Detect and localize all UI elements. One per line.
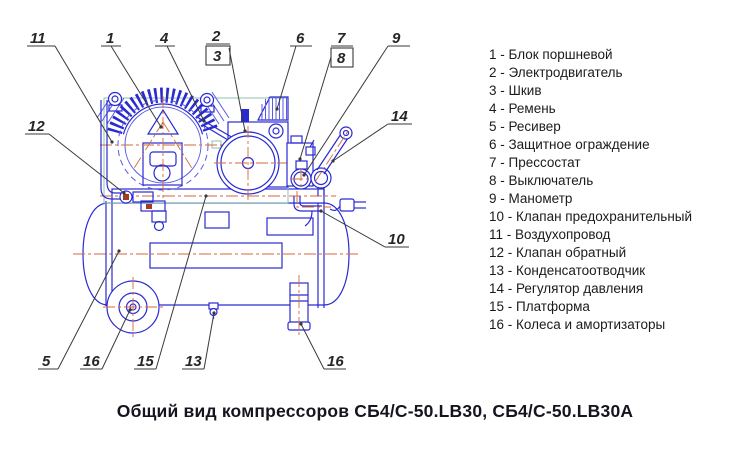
callout-8: 8	[337, 50, 346, 67]
manometer	[290, 168, 312, 190]
electric-motor	[214, 109, 290, 200]
safety-valve-outlet	[293, 188, 366, 227]
legend-item-5: 5 - Ресивер	[489, 119, 561, 134]
callout-1: 1	[106, 30, 114, 47]
wheel	[103, 277, 163, 337]
air-pipe-check-valve	[100, 100, 167, 232]
legend-item-11: 11 - Воздухопровод	[489, 227, 611, 242]
protective-guard	[257, 96, 289, 121]
callout-5: 5	[42, 353, 51, 370]
callout-6: 6	[296, 30, 305, 47]
callout-numbers: 11 1 4 2 3 6 7 8 9 14 12 10 5 16 15 13 1…	[28, 28, 408, 370]
shock-absorber-foot	[287, 275, 311, 336]
legend-item-4: 4 - Ремень	[489, 101, 556, 116]
pulley-bolt	[241, 109, 249, 122]
legend-item-12: 12 - Клапан обратный	[489, 245, 627, 260]
cooling-fins	[107, 87, 219, 135]
callout-leaders	[25, 43, 412, 370]
callout-14: 14	[391, 108, 408, 125]
receiver-tank	[73, 201, 360, 308]
callout-4: 4	[159, 30, 169, 47]
piston-block	[96, 87, 289, 204]
legend-item-15: 15 - Платформа	[489, 299, 590, 314]
legend-item-2: 2 - Электродвигатель	[489, 65, 623, 80]
callout-11: 11	[30, 30, 46, 47]
callout-13: 13	[185, 353, 202, 370]
air-filter-caps	[107, 91, 215, 113]
parts-legend: 1 - Блок поршневой 2 - Электродвигатель …	[489, 46, 744, 334]
callout-9: 9	[392, 30, 401, 47]
legend-item-14: 14 - Регулятор давления	[489, 281, 644, 296]
legend-item-1: 1 - Блок поршневой	[489, 47, 613, 62]
callout-16-right: 16	[327, 353, 344, 370]
callout-7: 7	[337, 30, 346, 47]
legend-item-9: 9 - Манометр	[489, 191, 573, 206]
pressure-regulator	[310, 126, 353, 189]
legend-item-16: 16 - Колеса и амортизаторы	[489, 317, 666, 332]
legend-item-8: 8 - Выключатель	[489, 173, 594, 188]
callout-12: 12	[28, 118, 45, 135]
callout-16-left: 16	[83, 353, 100, 370]
power-plug	[339, 198, 355, 212]
legend-item-6: 6 - Защитное ограждение	[489, 137, 650, 152]
callout-3: 3	[213, 48, 222, 65]
legend-item-10: 10 - Клапан предохранительный	[489, 209, 693, 224]
legend-item-7: 7 - Прессостат	[489, 155, 581, 170]
callout-2: 2	[211, 28, 221, 45]
legend-item-13: 13 - Конденсатоотводчик	[489, 263, 646, 278]
callout-10: 10	[388, 231, 405, 248]
figure-caption: Общий вид компрессоров СБ4/С-50.LB30, СБ…	[116, 401, 634, 421]
power-cable	[329, 205, 341, 212]
legend-item-3: 3 - Шкив	[489, 83, 542, 98]
callout-15: 15	[137, 353, 154, 370]
